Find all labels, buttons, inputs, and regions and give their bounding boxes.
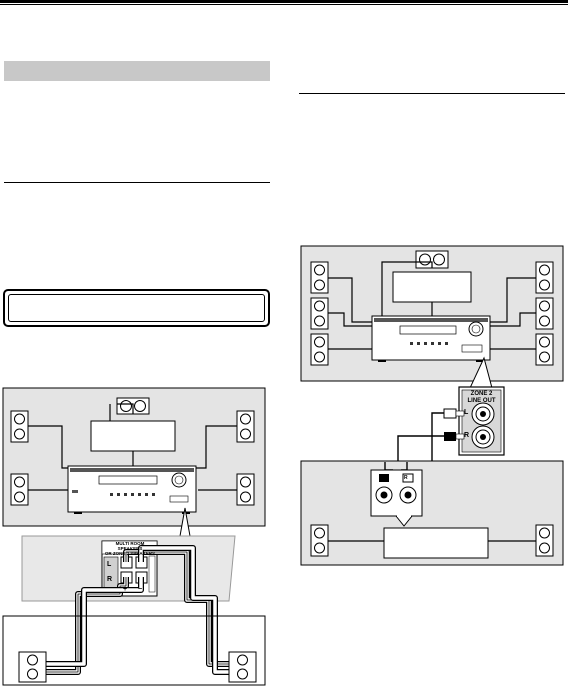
speaker-right-3-icon xyxy=(535,333,554,366)
zone-right-speaker-icon xyxy=(228,651,257,683)
zone2-amp-input-panel xyxy=(370,469,423,517)
tv-screen-box-right xyxy=(392,271,472,303)
page-header-rule xyxy=(0,0,568,6)
speaker-left-2-icon xyxy=(310,297,329,330)
speaker-right-2-icon xyxy=(535,297,554,330)
terminal-title-line1: MULTI ROOM SPEAKERS xyxy=(115,541,145,551)
zone-left-speaker-icon xyxy=(18,651,47,683)
terminal-title: MULTI ROOM SPEAKERS OR ZONE 2 SPEAKERS xyxy=(103,541,157,556)
note-box xyxy=(3,289,270,327)
zone2-amplifier-box xyxy=(383,527,489,559)
section-heading-bar xyxy=(4,61,270,81)
polarity-plus-label: + xyxy=(123,586,128,593)
rca-jack-left-icon xyxy=(471,402,495,426)
speaker-right-1-icon xyxy=(535,261,554,294)
zone2-jack-title: ZONE 2 LINE OUT xyxy=(462,391,501,404)
surround-left-speaker-icon xyxy=(10,473,29,506)
right-section-rule xyxy=(299,93,565,94)
jack-label-left: L xyxy=(464,409,469,416)
terminal-label-right: R xyxy=(107,576,113,583)
terminal-title-line2: OR ZONE 2 SPEAKERS xyxy=(104,551,156,556)
tv-screen-box xyxy=(90,420,176,452)
zone2-left-speaker-icon xyxy=(310,524,329,557)
av-receiver-icon-right xyxy=(371,315,491,362)
zone-room-panel xyxy=(2,615,266,686)
speaker-left-3-icon xyxy=(310,333,329,366)
zone2-jack-title-line2: LINE OUT xyxy=(467,397,496,404)
front-left-speaker-icon xyxy=(10,410,29,443)
rca-jack-right-icon xyxy=(471,425,495,449)
left-section-rule xyxy=(4,182,270,183)
zone2-room-panel xyxy=(300,460,564,566)
zone2-line-out-jack-panel xyxy=(458,386,505,456)
speaker-left-1-icon xyxy=(310,261,329,294)
jack-label-right: R xyxy=(464,432,470,439)
polarity-minus-label: − xyxy=(138,586,143,593)
surround-right-speaker-icon xyxy=(236,473,255,506)
front-right-speaker-icon xyxy=(236,410,255,443)
plug-label-right: R xyxy=(404,475,408,481)
plug-label-left: L xyxy=(380,475,384,481)
terminal-label-left: L xyxy=(107,561,112,568)
zone2-jack-title-line1: ZONE 2 xyxy=(470,391,493,397)
zone2-right-speaker-icon xyxy=(535,524,554,557)
